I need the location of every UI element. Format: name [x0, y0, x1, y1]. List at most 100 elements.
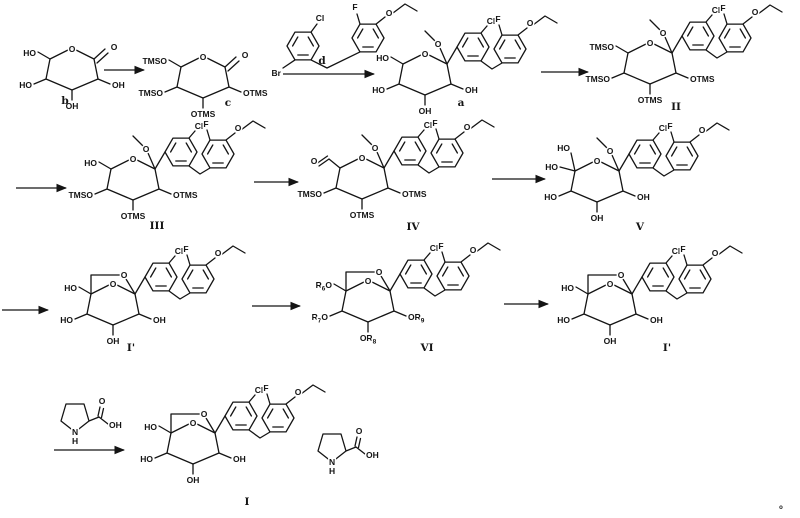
bridge-o-label: O: [618, 270, 625, 280]
ether-o-label: O: [527, 18, 534, 28]
tmso-label: TMSO: [297, 189, 322, 199]
cl-label: Cl: [487, 16, 496, 26]
oh-label: OH: [233, 454, 246, 464]
ho-label: HO: [545, 162, 558, 172]
br-label: Br: [272, 68, 282, 78]
methoxy-o-label: O: [607, 146, 614, 156]
ho-label: HO: [144, 422, 157, 432]
structure-III: HO O O TMSO OTMS OTMS Cl F O III: [67, 118, 265, 232]
ho-label: HO: [60, 315, 73, 325]
structure-a: HO O O HO OH OH Cl F O a: [371, 13, 557, 118]
f-label: F: [203, 119, 208, 129]
structure-c: TMSO O O TMSO OTMS OTMS c: [137, 49, 269, 121]
structure-IV: O O O TMSO OTMS OTMS Cl F O IV: [296, 117, 494, 233]
ring-o-label: O: [365, 276, 372, 286]
methoxy-o-label: O: [143, 144, 150, 154]
ring-o-label: O: [607, 279, 614, 289]
methoxy-o-label: O: [435, 39, 442, 49]
ring-o-label: O: [594, 156, 601, 166]
ether-o-label: O: [712, 248, 719, 258]
h-label: H: [72, 436, 78, 446]
tmso-label: TMSO: [142, 56, 167, 66]
oh-label: OH: [112, 80, 125, 90]
oh-label: OH: [107, 336, 120, 346]
bond-set: [282, 3, 418, 69]
ring-o-label: O: [69, 44, 76, 54]
compound-tag: I': [127, 342, 135, 354]
ether-o-label: O: [464, 122, 471, 132]
proline-cocrystal: N H O OH: [317, 425, 380, 478]
ether-o-label: O: [699, 125, 706, 135]
cl-label: Cl: [672, 246, 681, 256]
oh-label: OH: [604, 336, 617, 346]
oh-label: OH: [637, 192, 650, 202]
bridge-o-label: O: [201, 409, 208, 419]
structure-proline-reagent: N H O OH: [60, 395, 123, 448]
oh-label: OH: [187, 475, 200, 485]
ho-label: HO: [84, 158, 97, 168]
ether-o-label: O: [235, 123, 242, 133]
f-label: F: [667, 121, 672, 131]
structure-V: HO HO O O HO OH OH Cl F O V: [543, 120, 729, 233]
ho-label: HO: [23, 48, 36, 58]
oh-label: OH: [66, 101, 79, 111]
cl-label: Cl: [424, 120, 433, 130]
carbonyl-o-label: O: [356, 426, 363, 436]
or8-label: OR8: [360, 333, 377, 346]
compound-tag: V: [635, 221, 645, 233]
ring-o-label: O: [110, 279, 117, 289]
oh-label: OH: [366, 450, 379, 460]
compound-tag: I: [245, 496, 250, 508]
structure-I: HO O O HO OH OH Cl F O I N H O OH: [139, 382, 381, 509]
methoxy-o-label: O: [660, 28, 667, 38]
bridge-o-label: O: [121, 270, 128, 280]
oh-label: OH: [419, 106, 432, 116]
tmso-label: TMSO: [68, 190, 93, 200]
ether-o-label: O: [295, 387, 302, 397]
compound-tag: c: [225, 97, 231, 109]
ether-o-label: O: [752, 7, 759, 17]
compound-tag: III: [150, 220, 165, 232]
or9-label: OR9: [408, 312, 425, 325]
carbonyl-o-label: O: [111, 42, 118, 52]
compound-tag: IV: [406, 221, 420, 233]
oh-label: OH: [153, 315, 166, 325]
carbonyl-o-label: O: [242, 50, 249, 60]
otms-label: OTMS: [402, 189, 427, 199]
otms-label: OTMS: [243, 88, 268, 98]
ho-label: HO: [64, 283, 77, 293]
ho-label: HO: [561, 283, 574, 293]
ho-label: HO: [19, 80, 32, 90]
structure-I-prime-2: HO O O HO OH OH Cl F O I': [556, 243, 742, 354]
structure-II: TMSO O O TMSO OTMS OTMS Cl F O II: [584, 2, 782, 113]
cl-label: Cl: [712, 5, 721, 15]
n-label: N: [72, 427, 78, 437]
aldehyde-bond: [316, 155, 341, 169]
r7o-label: R7O: [312, 312, 329, 325]
ho-label: HO: [557, 143, 570, 153]
f-label: F: [495, 14, 500, 24]
tmso-label: TMSO: [138, 88, 163, 98]
oh-label: OH: [465, 85, 478, 95]
ho-label: HO: [557, 315, 570, 325]
cl-label: Cl: [175, 246, 184, 256]
dihydroxymethyl-bonds: [559, 152, 576, 172]
cl-label: Cl: [316, 13, 325, 23]
tmso-label: TMSO: [585, 74, 610, 84]
otms-label: OTMS: [350, 210, 375, 220]
f-label: F: [680, 244, 685, 254]
ether-o-label: O: [215, 248, 222, 258]
f-label: F: [263, 383, 268, 393]
oh-label: OH: [109, 420, 122, 430]
footnote-mark: o: [779, 505, 783, 511]
ho-label: HO: [140, 454, 153, 464]
otms-label: OTMS: [173, 190, 198, 200]
cl-label: Cl: [659, 123, 668, 133]
ring-o-label: O: [359, 153, 366, 163]
ring-o-label: O: [422, 49, 429, 59]
f-label: F: [352, 2, 357, 12]
ho-label: HO: [372, 85, 385, 95]
